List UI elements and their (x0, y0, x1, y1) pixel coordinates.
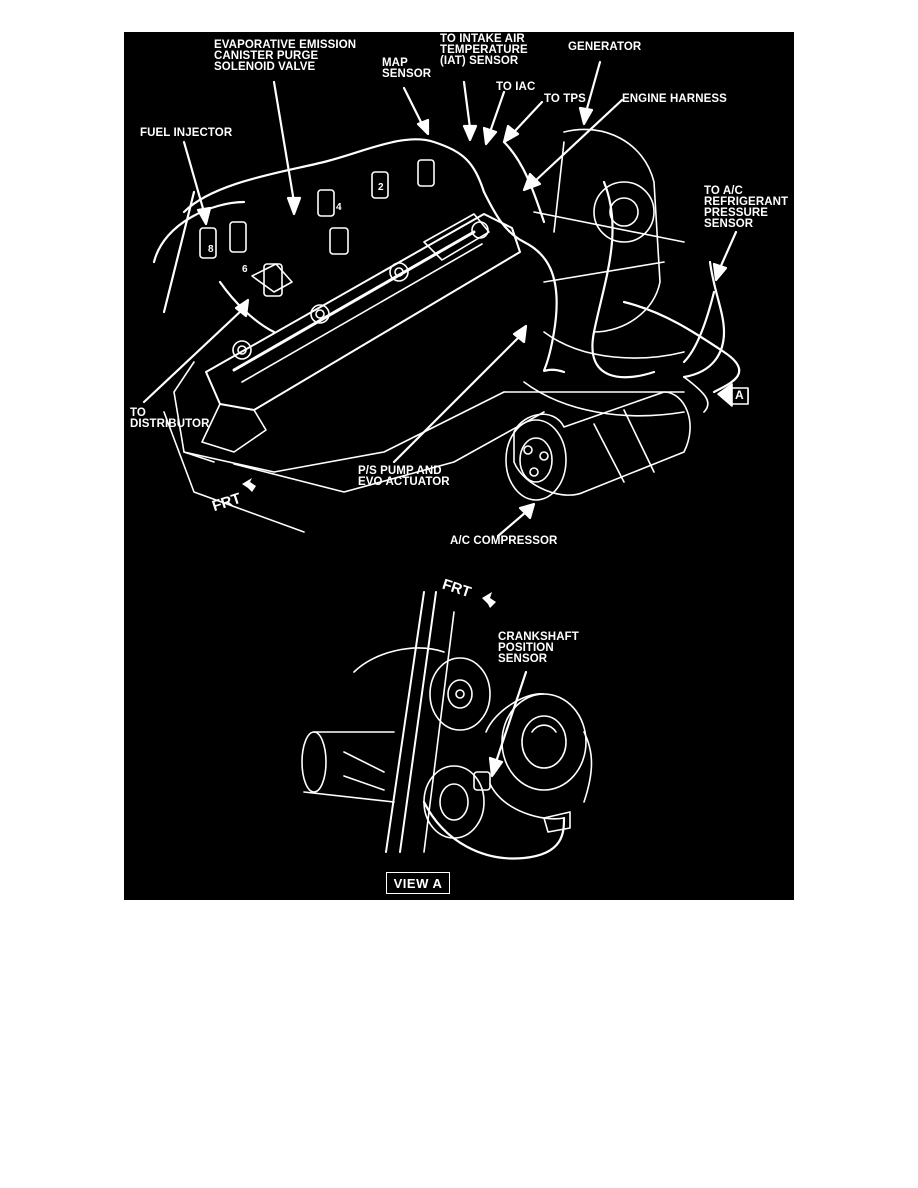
view-a-caption: VIEW A (393, 875, 443, 891)
label-evap-canister-purge-valve: EVAPORATIVE EMISSION CANISTER PURGE SOLE… (214, 39, 357, 73)
frt-arrow-top-shape (242, 478, 256, 492)
label-to-iac: TO IAC (496, 81, 536, 93)
view-a-callout-letter: A (735, 388, 744, 402)
label-intake-air-temp-sensor: TO INTAKE AIR TEMPERATURE (IAT) SENSOR (440, 33, 528, 67)
fuel-injectors (199, 159, 435, 297)
label-engine-harness: ENGINE HARNESS (622, 93, 727, 105)
label-ac-compressor: A/C COMPRESSOR (450, 535, 558, 547)
leader-arrows (142, 60, 738, 778)
engine-diagram-figure: EVAPORATIVE EMISSION CANISTER PURGE SOLE… (124, 32, 794, 900)
view-a-callout-arrow (717, 383, 749, 407)
label-ps-pump-evo-actuator: P/S PUMP AND EVO ACTUATOR (358, 465, 450, 488)
label-generator: GENERATOR (568, 41, 642, 53)
frt-arrow-bottom-shape (482, 592, 496, 608)
label-to-tps: TO TPS (544, 93, 586, 105)
label-ac-refrigerant-pressure-sensor: TO A/C REFRIGERANT PRESSURE SENSOR (704, 185, 789, 230)
fuel-rail (232, 230, 476, 372)
label-injector-8: 8 (208, 244, 214, 255)
view-a-caption-box: VIEW A (386, 872, 450, 894)
label-to-distributor: TO DISTRIBUTOR (130, 407, 210, 430)
label-injector-6: 6 (242, 264, 248, 275)
label-injector-4: 4 (336, 202, 342, 213)
label-map-sensor: MAP SENSOR (382, 57, 432, 80)
label-injector-2: 2 (378, 182, 384, 193)
view-a-drawing (301, 591, 593, 860)
label-crankshaft-position-sensor: CRANKSHAFT POSITION SENSOR (498, 631, 579, 665)
engine-diagram-drawing (142, 60, 749, 860)
label-fuel-injector: FUEL INJECTOR (140, 127, 233, 139)
ac-compressor (505, 391, 691, 501)
